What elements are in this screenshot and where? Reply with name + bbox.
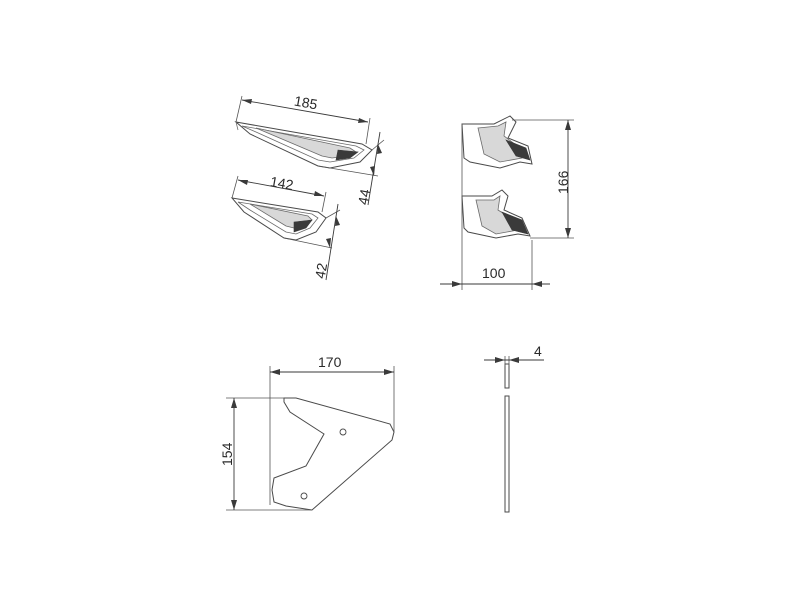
dim-154-arrow-bottom	[231, 500, 237, 510]
thickness-upper-segment	[504, 363, 510, 389]
dim-142: 142	[231, 173, 327, 213]
dim-42-ext-bottom	[283, 237, 333, 249]
dim-100: 100	[440, 124, 550, 290]
dim-42-arrow-top	[335, 216, 340, 226]
iso-view-small-part	[230, 197, 327, 241]
dim-4: 4	[484, 343, 544, 366]
dim-142-arrow-left	[238, 180, 248, 185]
dim-42-arrow-bottom	[326, 238, 331, 248]
dim-166-arrow-bottom	[565, 228, 571, 238]
dim-4-label: 4	[534, 343, 542, 359]
dim-100-arrow-left	[452, 281, 462, 287]
dim-4-arrow-left	[495, 357, 505, 363]
dim-100-label: 100	[482, 265, 506, 281]
thickness-view	[504, 363, 510, 513]
dim-142-ext-right	[321, 191, 327, 213]
dim-185: 185	[235, 93, 371, 145]
dim-166-label: 166	[555, 170, 571, 194]
thickness-lower-segment	[504, 395, 510, 513]
dim-44-ext-bottom	[317, 165, 379, 177]
iso-large-tip	[335, 149, 359, 161]
dim-170-arrow-left	[270, 369, 280, 375]
dim-170: 170	[269, 354, 395, 505]
iso-view-large-part	[234, 121, 373, 169]
dim-42-label: 42	[312, 261, 330, 279]
front-outline	[271, 397, 395, 511]
side-view	[461, 115, 533, 239]
iso-small-tip	[293, 219, 313, 233]
dim-185-line	[241, 99, 369, 123]
dim-170-arrow-right	[384, 369, 394, 375]
dim-4-arrow-right	[509, 357, 519, 363]
dim-166: 166	[512, 119, 574, 239]
dim-100-arrow-right	[532, 281, 542, 287]
dim-44-label: 44	[355, 188, 373, 206]
dim-142-arrow-right	[314, 191, 324, 196]
dim-44: 44	[317, 131, 385, 206]
dim-44-arrow-top	[377, 144, 382, 154]
front-hole-lower	[300, 492, 308, 500]
dim-142-label: 142	[269, 173, 295, 193]
front-view	[271, 397, 395, 511]
dim-42-ext-top	[325, 209, 341, 219]
front-hole-upper	[339, 428, 347, 436]
dim-142-ext-left	[231, 175, 239, 199]
dim-185-arrow-left	[242, 99, 252, 104]
dim-185-ext-left	[235, 95, 243, 123]
dim-185-arrow-right	[358, 118, 368, 123]
dim-170-label: 170	[318, 354, 342, 370]
side-lower-tip	[501, 211, 529, 235]
dim-44-arrow-bottom	[370, 166, 375, 176]
dim-185-label: 185	[293, 93, 319, 113]
dim-154: 154	[219, 397, 312, 511]
side-upper-tip	[505, 139, 531, 161]
dim-154-arrow-top	[231, 398, 237, 408]
dim-154-label: 154	[219, 442, 235, 466]
iso-large-edge	[235, 121, 239, 131]
dim-166-arrow-top	[565, 120, 571, 130]
dim-142-line	[237, 179, 325, 197]
dim-42: 42	[283, 203, 341, 281]
dim-185-ext-right	[365, 117, 371, 145]
